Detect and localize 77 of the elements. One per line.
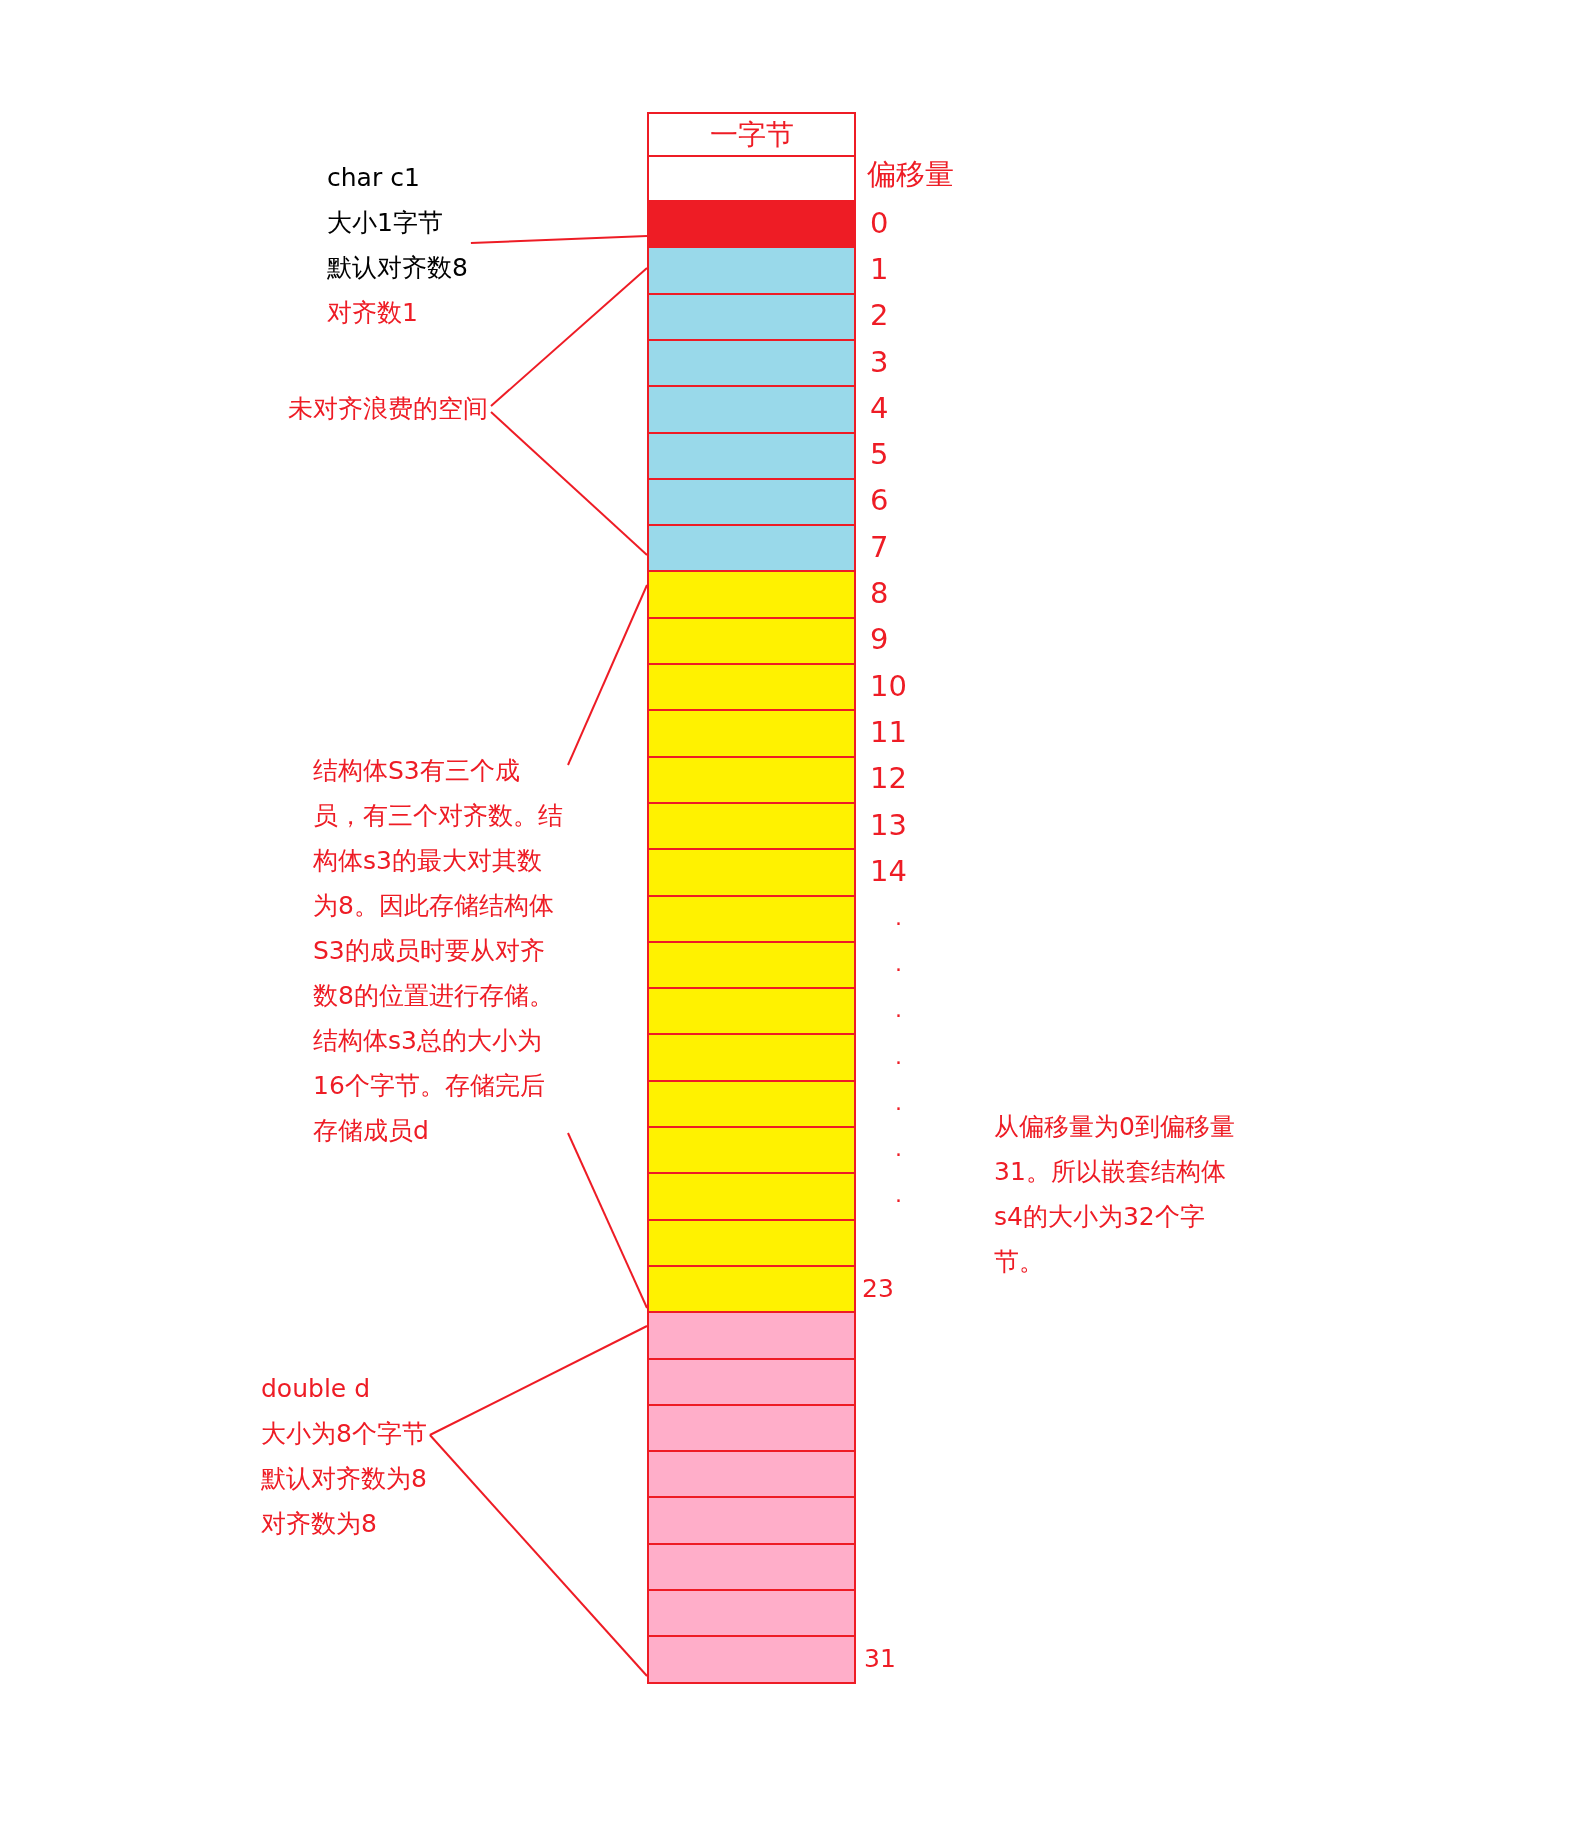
memory-cell	[647, 709, 856, 759]
memory-cell	[647, 431, 856, 481]
ellipsis-dot: .	[895, 1045, 902, 1068]
memory-cell	[647, 801, 856, 851]
ellipsis-dot: .	[895, 1091, 902, 1114]
offset-number: 1	[870, 254, 889, 284]
offset-number: 2	[870, 301, 889, 331]
leader-line	[428, 1325, 648, 1436]
leader-line	[490, 267, 648, 407]
memory-cell	[647, 663, 856, 712]
annotation-text: 大小为8个字节	[261, 1418, 427, 1450]
leader-line	[567, 584, 648, 766]
annotation-text: 默认对齐数8	[327, 252, 468, 284]
memory-cell	[647, 1033, 856, 1083]
annotation-text: 大小1字节	[327, 207, 443, 239]
memory-cell	[647, 385, 856, 434]
leader-line	[490, 411, 648, 556]
offset-number: 4	[870, 393, 889, 423]
offset-number: 31	[864, 1645, 896, 1671]
note-text: 从偏移量为0到偏移量31。所以嵌套结构体s4的大小为32个字节。	[994, 1111, 1236, 1278]
offset-number: 10	[870, 671, 907, 701]
ellipsis-dot: .	[895, 906, 902, 929]
memory-cell	[647, 1218, 856, 1268]
memory-cell	[647, 1079, 856, 1129]
memory-cell	[647, 155, 856, 203]
memory-cell	[647, 1264, 856, 1314]
memory-cell	[647, 570, 856, 620]
memory-cell	[647, 1542, 856, 1592]
offset-number: 14	[870, 856, 907, 886]
ellipsis-dot: .	[895, 1138, 902, 1161]
memory-cell	[647, 848, 856, 897]
axis-title: 偏移量	[867, 160, 954, 189]
offset-number: 9	[870, 625, 889, 655]
memory-cell	[647, 1126, 856, 1175]
memory-cell	[647, 1172, 856, 1222]
ellipsis-dot: .	[895, 999, 902, 1022]
annotation-text: 对齐数为8	[261, 1508, 377, 1540]
offset-number: 8	[870, 579, 889, 609]
memory-cell	[647, 1357, 856, 1407]
offset-number: 6	[870, 486, 889, 516]
leader-line	[567, 1132, 648, 1309]
memory-cell	[647, 1496, 856, 1546]
memory-cell	[647, 1450, 856, 1499]
memory-cell	[647, 292, 856, 342]
annotation-text: double d	[261, 1373, 371, 1405]
offset-number: 11	[870, 717, 907, 747]
header-cell: 一字节	[647, 112, 856, 158]
memory-cell	[647, 1635, 856, 1685]
memory-cell	[647, 477, 856, 527]
memory-cell	[647, 616, 856, 666]
leader-line	[428, 1434, 648, 1677]
memory-cell	[647, 987, 856, 1036]
ellipsis-dot: .	[895, 1184, 902, 1207]
annotation-text: char c1	[327, 162, 420, 194]
leader-line	[469, 235, 648, 244]
offset-number: 7	[870, 532, 889, 562]
annotation-text: 结构体S3有三个成员，有三个对齐数。结构体s3的最大对其数为8。因此存储结构体S3的成员时要从对齐数8的位置进行存储。结构体s3总的大小为16个字节。存储完后存储成员d	[313, 748, 565, 1153]
offset-number: 5	[870, 440, 889, 470]
memory-cell	[647, 338, 856, 388]
ellipsis-dot: .	[895, 952, 902, 975]
memory-cell	[647, 940, 856, 990]
offset-number: 23	[862, 1275, 894, 1301]
offset-number: 12	[870, 764, 907, 794]
annotation-text: 默认对齐数为8	[261, 1463, 427, 1495]
annotation-text: 未对齐浪费的空间	[288, 386, 488, 431]
memory-cell	[647, 524, 856, 573]
memory-cell	[647, 246, 856, 296]
memory-cell	[647, 894, 856, 944]
memory-cell	[647, 200, 856, 249]
offset-number: 3	[870, 347, 889, 377]
memory-cell	[647, 755, 856, 805]
memory-cell	[647, 1589, 856, 1638]
annotation-text: 对齐数1	[327, 297, 418, 329]
offset-number: 0	[870, 208, 889, 238]
offset-number: 13	[870, 810, 907, 840]
memory-cell	[647, 1311, 856, 1360]
memory-cell	[647, 1403, 856, 1453]
